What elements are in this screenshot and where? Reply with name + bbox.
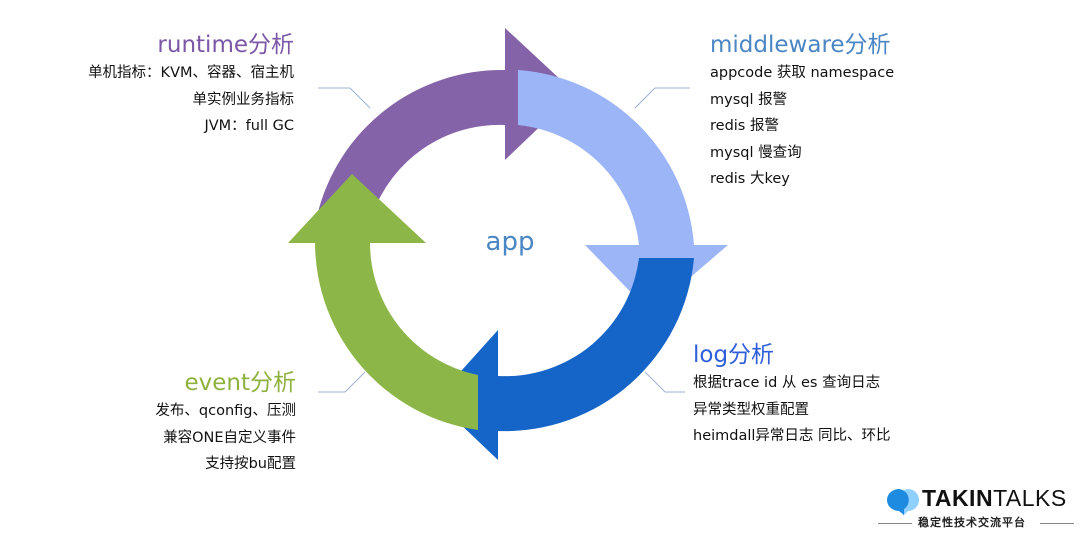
middleware-item: mysql 慢查询 <box>710 144 802 161</box>
event-item: 发布、qconfig、压测 <box>155 403 296 419</box>
log-arrow <box>435 258 694 460</box>
runtime-leader-line-diag <box>349 87 371 109</box>
middleware-section: middleware分析 appcode 获取 namespace mysql … <box>710 30 894 193</box>
tagline-rule-left <box>878 523 912 524</box>
runtime-section: runtime分析 单机指标：KVM、容器、宿主机 单实例业务指标 JVM：fu… <box>88 30 294 140</box>
event-item: 支持按bu配置 <box>205 456 296 472</box>
log-item: heimdall异常日志 同比、环比 <box>693 428 891 444</box>
event-leader-line-diag <box>344 371 366 393</box>
event-arrow <box>288 174 478 430</box>
log-title: log分析 <box>693 342 775 368</box>
runtime-item: 单机指标：KVM、容器、宿主机 <box>88 65 294 81</box>
middleware-leader-line-diag <box>634 87 656 109</box>
event-title: event分析 <box>184 370 296 396</box>
middleware-title: middleware分析 <box>710 32 891 58</box>
runtime-item: 单实例业务指标 <box>192 91 295 108</box>
runtime-title: runtime分析 <box>157 32 294 58</box>
middleware-item: redis 报警 <box>710 118 779 134</box>
event-item: 兼容ONE自定义事件 <box>163 429 296 446</box>
log-items: 根据trace id 从 es 查询日志 异常类型权重配置 heimdall异常… <box>693 370 891 450</box>
log-section: log分析 根据trace id 从 es 查询日志 异常类型权重配置 heim… <box>693 340 891 450</box>
middleware-arrow <box>518 70 728 312</box>
speech-bubble-logo-icon <box>887 489 919 516</box>
brand-name: TAKINTALKS <box>922 485 1067 512</box>
brand-tagline-row: 稳定性技术交流平台 <box>878 515 1074 531</box>
runtime-arrow <box>317 28 575 216</box>
brand-name-light: TALKS <box>993 485 1067 511</box>
runtime-items: 单机指标：KVM、容器、宿主机 单实例业务指标 JVM：full GC <box>88 60 294 140</box>
log-leader-line <box>644 371 666 393</box>
brand-name-bold: TAKIN <box>922 485 994 511</box>
tagline-rule-right <box>1040 523 1074 524</box>
event-section: event分析 发布、qconfig、压测 兼容ONE自定义事件 支持按bu配置 <box>155 368 296 478</box>
runtime-item: JVM：full GC <box>204 118 294 134</box>
middleware-item: mysql 报警 <box>710 91 788 108</box>
middleware-items: appcode 获取 namespace mysql 报警 redis 报警 m… <box>710 60 894 193</box>
brand-logo-block: TAKINTALKS 稳定性技术交流平台 <box>878 482 1074 532</box>
brand-tagline: 稳定性技术交流平台 <box>918 516 1026 529</box>
center-label: app <box>485 227 535 257</box>
middleware-item: redis 大key <box>710 171 790 187</box>
event-items: 发布、qconfig、压测 兼容ONE自定义事件 支持按bu配置 <box>155 398 296 478</box>
middleware-item: appcode 获取 namespace <box>710 65 895 81</box>
log-item: 异常类型权重配置 <box>693 401 809 418</box>
log-item: 根据trace id 从 es 查询日志 <box>693 375 881 391</box>
